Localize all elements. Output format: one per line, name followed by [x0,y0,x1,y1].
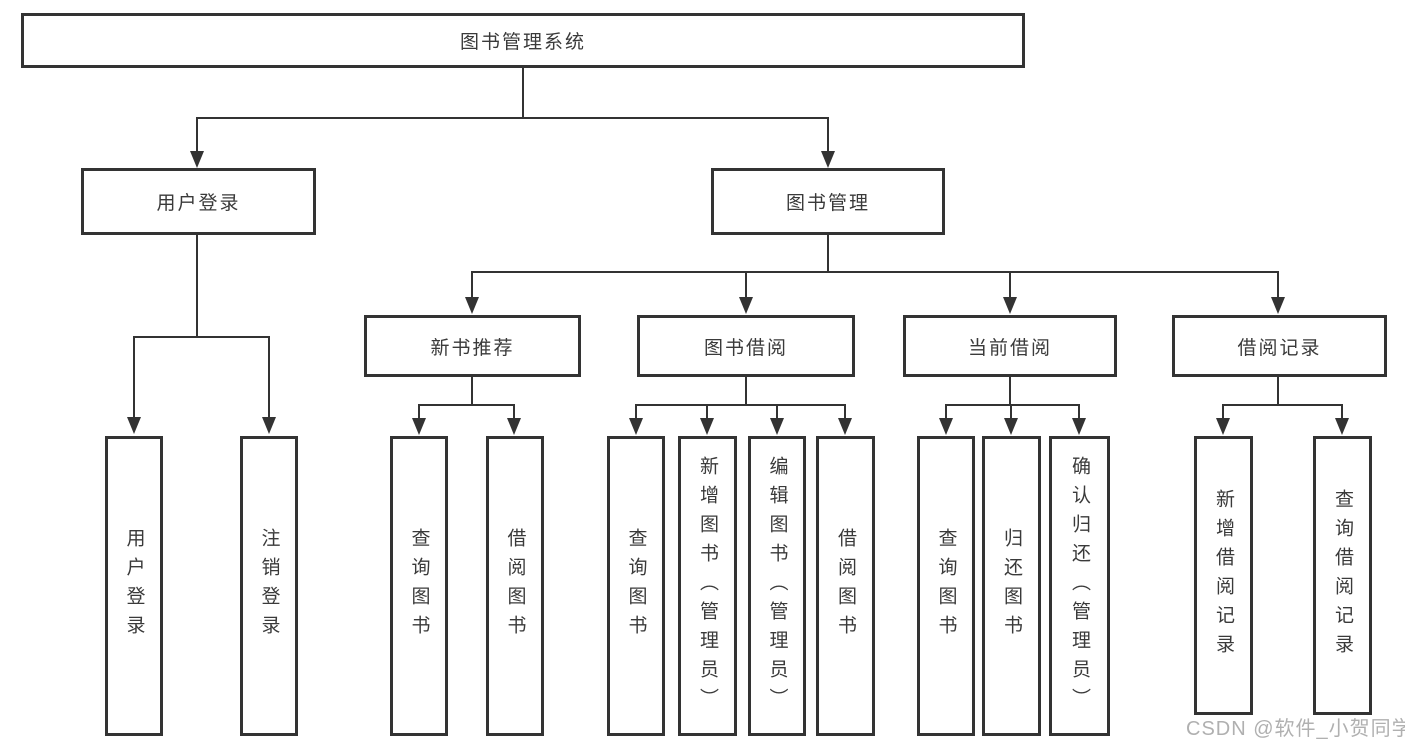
connector-line [1341,404,1343,419]
node-label: 借阅图书 [504,528,526,644]
connector-line [196,117,198,153]
leaf-query-book: 查询图书 [917,436,975,736]
connector-line [196,235,198,337]
connector-line [133,336,135,418]
connector-line [133,336,270,338]
leaf-add-book-admin: 新增图书（管理员） [678,436,737,736]
connector-line [844,404,846,419]
leaf-borrow-book: 借阅图书 [816,436,875,736]
node-label: 确认归还（管理员） [1069,455,1090,717]
node-current-borrow: 当前借阅 [903,315,1117,377]
connector-line [827,235,829,272]
node-user-login: 用户登录 [81,168,316,235]
arrowhead [939,418,953,435]
connector-line [945,404,1079,406]
leaf-return-book: 归还图书 [982,436,1041,736]
connector-line [418,404,515,406]
connector-line [1009,271,1011,298]
connector-line [418,404,420,419]
connector-line [513,404,515,419]
leaf-query-book: 查询图书 [390,436,448,736]
node-label: 注销登录 [258,528,280,644]
arrowhead [629,418,643,435]
arrowhead [770,418,784,435]
node-book-borrow: 图书借阅 [637,315,855,377]
leaf-logout: 注销登录 [240,436,298,736]
node-label: 新增借阅记录 [1213,488,1234,663]
arrowhead [1004,418,1018,435]
node-label: 新书推荐 [430,337,515,359]
connector-line [522,68,524,118]
connector-line [1010,404,1012,419]
leaf-query-book: 查询图书 [607,436,665,736]
leaf-add-borrow-record: 新增借阅记录 [1194,436,1253,715]
node-label: 借阅记录 [1237,337,1322,359]
connector-line [745,377,747,405]
node-label: 图书借阅 [703,337,788,359]
arrowhead [1335,418,1349,435]
connector-line [1009,377,1011,405]
leaf-user-login: 用户登录 [105,436,163,736]
arrowhead [262,417,276,434]
node-label: 查询图书 [935,528,957,644]
arrowhead [190,151,204,168]
connector-line [1222,404,1224,419]
node-new-book-recommend: 新书推荐 [364,315,581,377]
arrowhead [127,417,141,434]
connector-line [945,404,947,419]
node-book-management: 图书管理 [711,168,945,235]
connector-line [1078,404,1080,419]
node-label: 用户登录 [123,528,145,644]
connector-line [471,377,473,405]
arrowhead [1072,418,1086,435]
connector-line [776,404,778,419]
node-label: 查询图书 [408,528,430,644]
node-borrow-records: 借阅记录 [1172,315,1387,377]
arrowhead [507,418,521,435]
arrowhead [821,151,835,168]
connector-line [745,271,747,298]
arrowhead [1003,297,1017,314]
arrowhead [1216,418,1230,435]
leaf-query-borrow-record: 查询借阅记录 [1313,436,1372,715]
node-label: 查询图书 [625,528,647,644]
connector-line [635,404,846,406]
csdn-watermark: CSDN @软件_小贺同学 [1186,718,1405,740]
connector-line [635,404,637,419]
arrowhead [465,297,479,314]
arrowhead [700,418,714,435]
node-label: 编辑图书（管理员） [766,455,788,717]
leaf-edit-book-admin: 编辑图书（管理员） [748,436,806,736]
connector-line [471,271,473,298]
connector-line [1277,377,1279,405]
arrowhead [412,418,426,435]
node-label: 用户登录 [156,193,241,214]
connector-line [1222,404,1342,406]
arrowhead [1271,297,1285,314]
arrowhead [838,418,852,435]
arrowhead [739,297,753,314]
node-label: 查询借阅记录 [1332,488,1353,663]
node-label: 归还图书 [1001,528,1022,644]
node-root-library-system: 图书管理系统 [21,13,1025,68]
connector-line [268,336,270,418]
connector-line [471,271,1279,273]
connector-line [1277,271,1279,298]
connector-line [196,117,828,119]
connector-line [706,404,708,419]
node-label: 图书管理系统 [459,32,586,53]
node-label: 图书管理 [785,193,870,214]
leaf-confirm-return-admin: 确认归还（管理员） [1049,436,1110,736]
node-label: 当前借阅 [967,337,1052,359]
node-label: 新增图书（管理员） [697,455,718,717]
leaf-borrow-book: 借阅图书 [486,436,544,736]
connector-line [827,117,829,153]
node-label: 借阅图书 [835,528,856,644]
